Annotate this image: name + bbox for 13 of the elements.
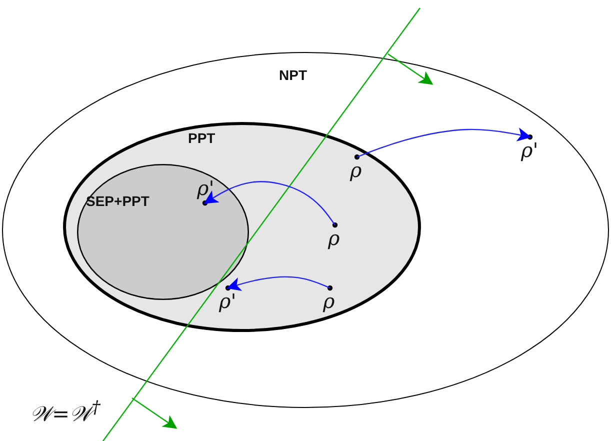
state-symbol: ρ (323, 290, 335, 312)
formula-label: 𝒲=𝒲$^{†}$ (30, 398, 100, 426)
transformation-arrow (204, 181, 336, 226)
state-symbol: ρ' (197, 177, 214, 199)
set-label: PPT (188, 130, 216, 146)
state-symbol: ρ (328, 227, 340, 249)
set-label: NPT (279, 67, 307, 83)
set-label: SEP+PPT (86, 193, 150, 209)
transformation-arrow (226, 276, 330, 291)
transformation-arrow (356, 128, 532, 158)
state-symbol: ρ (350, 159, 362, 181)
state-symbol: ρ' (521, 139, 538, 161)
state-symbol: ρ' (219, 290, 236, 312)
